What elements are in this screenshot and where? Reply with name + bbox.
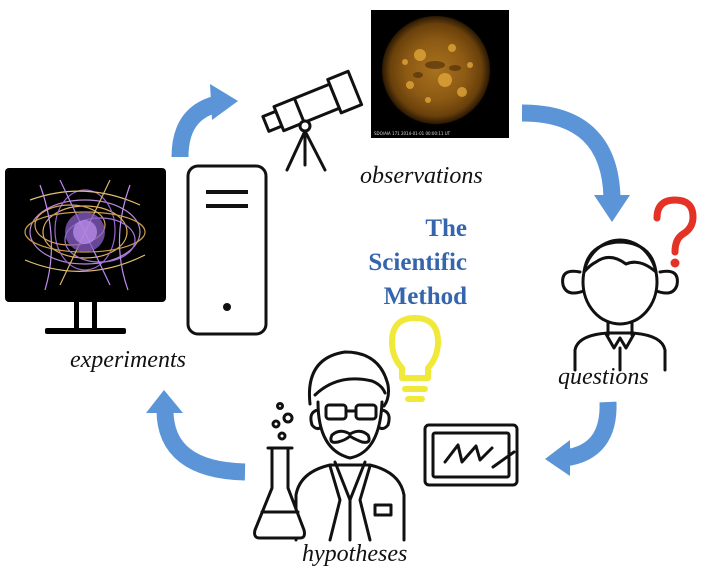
cycle-arrows bbox=[146, 84, 630, 481]
label-experiments: experiments bbox=[70, 347, 186, 373]
title-line-2: Scientific bbox=[368, 249, 467, 276]
chalkboard-icon bbox=[423, 423, 519, 487]
diagram-title: The Scientific Method bbox=[325, 212, 467, 314]
telescope-icon bbox=[261, 69, 364, 172]
title-line-3: Method bbox=[383, 283, 467, 310]
scientist-icon bbox=[294, 350, 406, 542]
sun-image-caption: SDO/AIA 171 2014-01-01 00:00:11 UT bbox=[374, 131, 451, 136]
lightbulb-icon bbox=[389, 315, 441, 402]
label-questions: questions bbox=[558, 364, 649, 390]
flask-icon bbox=[253, 402, 306, 540]
question-mark-icon bbox=[653, 196, 697, 268]
label-observations: observations bbox=[360, 163, 483, 189]
arrow-hypotheses-to-experiments bbox=[146, 390, 246, 481]
arrow-observations-to-questions bbox=[521, 104, 630, 222]
arrow-experiments-to-observations bbox=[171, 84, 238, 158]
monitor-icon bbox=[5, 168, 166, 334]
girl-icon bbox=[561, 238, 679, 372]
label-hypotheses: hypotheses bbox=[302, 541, 408, 567]
title-line-1: The bbox=[425, 215, 467, 242]
sun-image bbox=[371, 10, 509, 138]
computer-tower-icon bbox=[186, 164, 268, 336]
arrow-questions-to-hypotheses bbox=[545, 401, 617, 476]
